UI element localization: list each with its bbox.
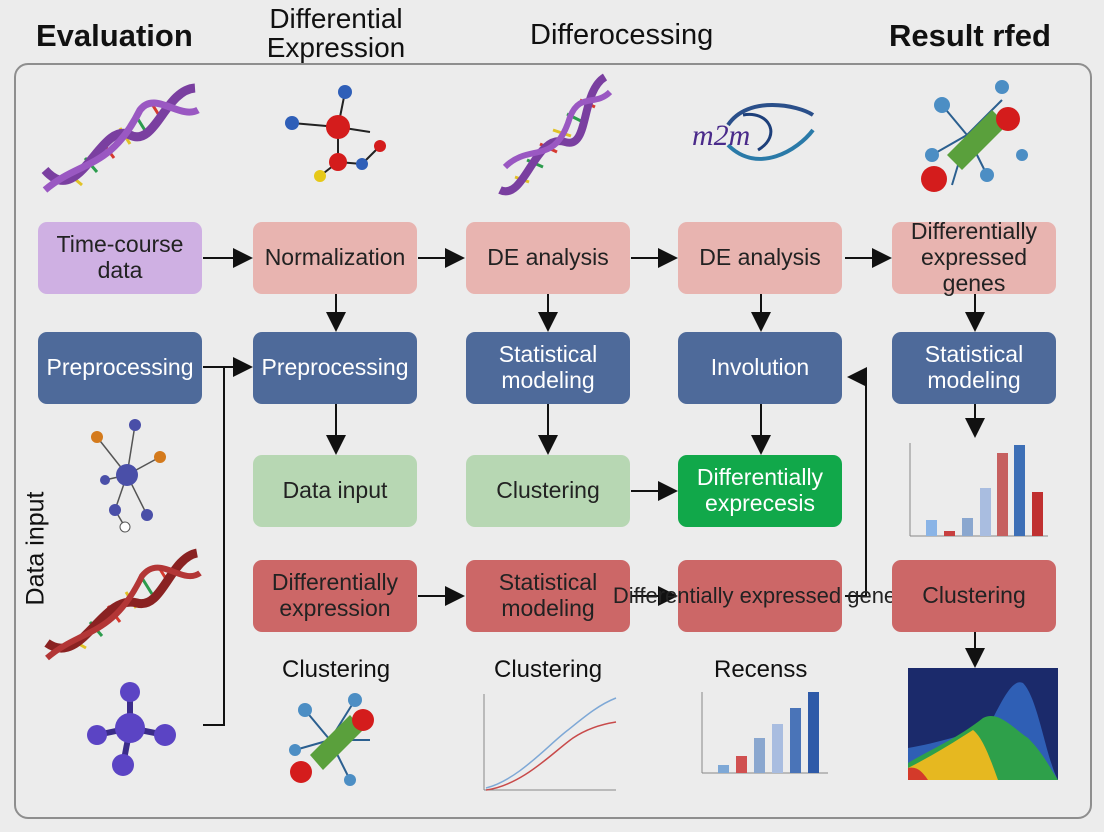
network-icon — [91, 419, 166, 533]
box-de-analysis-2: DE analysis — [678, 222, 842, 294]
box-statistical-modeling-2: Statistical modeling — [892, 332, 1056, 404]
dna-helix-icon — [41, 83, 200, 193]
dna-helix-icon — [44, 548, 202, 661]
header-evaluation: Evaluation — [36, 18, 193, 53]
box-time-course-data: Time-course data — [38, 222, 202, 294]
molecule-icon — [87, 682, 176, 776]
header-differocessing: Differocessing — [530, 19, 714, 51]
header-differential-expression: Differential Expression — [266, 3, 406, 64]
box-differentially-exprecesis: Differentially exprecesis — [678, 455, 842, 527]
caption-clustering-2: Clustering — [494, 656, 603, 683]
header-result: Result rfed — [889, 18, 1051, 53]
box-involution: Involution — [678, 332, 842, 404]
box-data-input: Data input — [253, 455, 417, 527]
caption-clustering-1: Clustering — [282, 656, 391, 683]
box-statistical-modeling-1: Statistical modeling — [466, 332, 630, 404]
mini-bar-chart-recenss — [701, 692, 828, 774]
dna-helix-icon — [498, 73, 613, 196]
box-statistical-modeling-3: Statistical modeling — [466, 560, 630, 632]
box-differentially-expressed-genes-top: Differentially expressed genes — [892, 218, 1056, 296]
rna-icon: m2m — [692, 103, 815, 161]
box-normalization: Normalization — [253, 222, 417, 294]
box-differentially-expression: Differentially expression — [253, 560, 417, 632]
mini-area-chart — [908, 668, 1058, 780]
protein-complex-icon — [289, 693, 374, 786]
box-de-analysis-1: DE analysis — [466, 222, 630, 294]
box-clustering-1: Clustering — [466, 455, 630, 527]
box-differentially-expressed-genes-bottom: Differentially expressed genes — [613, 560, 907, 632]
svg-text:m2m: m2m — [692, 119, 750, 152]
box-preprocessing-1: Preprocessing — [38, 332, 202, 404]
box-preprocessing-2: Preprocessing — [253, 332, 417, 404]
protein-complex-icon — [921, 80, 1028, 192]
molecule-icon — [285, 85, 386, 182]
mini-line-chart — [483, 694, 617, 791]
box-clustering-2: Clustering — [892, 560, 1056, 632]
caption-recenss: Recenss — [714, 656, 808, 683]
mini-bar-chart-right — [909, 443, 1048, 537]
